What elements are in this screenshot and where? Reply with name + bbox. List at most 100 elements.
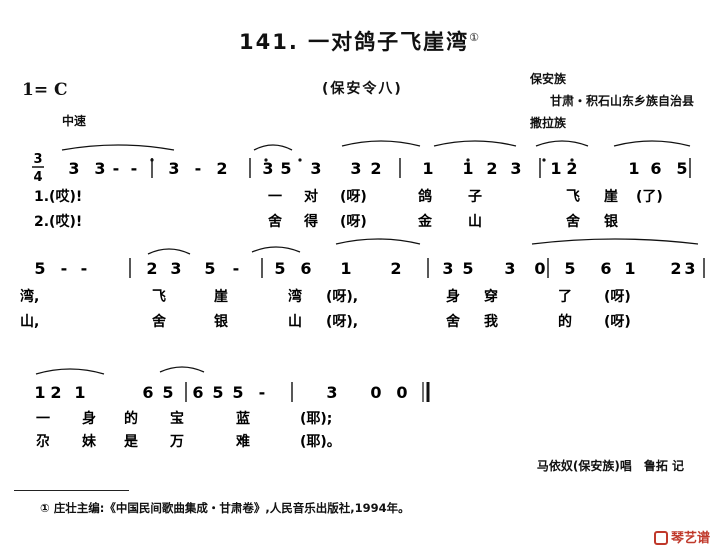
logo-icon — [653, 531, 668, 545]
note-row1-11: 3 — [310, 159, 321, 178]
tune-name: (保安令八) — [322, 81, 403, 97]
note-row2-2: - — [81, 259, 88, 278]
slur-arc — [433, 140, 517, 147]
note-row2-7: - — [233, 259, 240, 278]
slur-arc — [61, 144, 175, 151]
lyric-row1_v1-1: 一 — [268, 189, 282, 205]
lyric-row1_v1-8: (了) — [636, 189, 663, 205]
note-row1-6: - — [195, 159, 202, 178]
lyric-row1_v1-3: (呀) — [340, 189, 367, 205]
song-title: 141. 一对鸽子飞崖湾① — [239, 30, 481, 54]
lyric-row2_v1-3: 湾 — [288, 288, 302, 305]
note-row2-11: 1 — [340, 259, 351, 278]
note-row3-0: 1 — [34, 383, 45, 402]
lyric-row3_v1-1: 身 — [82, 410, 96, 427]
slur-arc — [531, 238, 699, 245]
lyric-row2_v2-0: 山, — [20, 314, 39, 330]
lyric-row2_v1-7: 了 — [558, 289, 572, 305]
note-row1-16: 1 — [462, 159, 473, 178]
footnote-mark: ① — [469, 31, 481, 44]
lyric-row1_v1-7: 崖 — [604, 188, 618, 205]
lyric-row1_v1-0: 1.(哎)! — [34, 189, 82, 205]
lyric-row2_v2-1: 舍 — [151, 313, 167, 330]
note-row2-23: 3 — [684, 259, 695, 278]
lyric-row2_v2-2: 银 — [214, 313, 229, 330]
note-row3-4: 5 — [162, 383, 173, 402]
note-row3-9: - — [259, 383, 266, 402]
lyric-row2_v1-0: 湾, — [20, 288, 39, 305]
lyrics-layer: 1.(哎)!一对(呀)鸽子飞崖(了)2.(哎)!舍得(呀)金山舍银湾,飞崖湾(呀… — [20, 188, 663, 450]
lyric-row1_v1-5: 子 — [468, 189, 482, 205]
note-row1-7: 2 — [216, 159, 227, 178]
notation-marks — [35, 140, 699, 375]
performer-credit: 马依奴(保安族)唱 鲁拓 记 — [536, 459, 684, 473]
note-row1-13: 2 — [370, 159, 381, 178]
note-row3-8: 5 — [232, 383, 243, 402]
lyric-row3_v2-2: 是 — [124, 434, 139, 450]
note-row1-24: 5 — [676, 159, 687, 178]
note-row2-15: 5 — [462, 259, 473, 278]
lyric-row3_v2-5: (耶)。 — [300, 434, 341, 450]
note-row2-16: 3 — [504, 259, 515, 278]
lyric-row1_v2-0: 2.(哎)! — [34, 214, 82, 230]
lyric-row1_v2-6: 舍 — [565, 213, 581, 230]
lyric-row2_v2-5: 舍 — [445, 313, 461, 330]
note-row3-11: 3 — [326, 383, 337, 402]
tempo-marking: 中速 — [62, 114, 87, 128]
note-row1-12: 3 — [350, 159, 361, 178]
note-row2-12: 2 — [390, 259, 401, 278]
slur-arc — [335, 238, 421, 245]
note-row2-0: 5 — [34, 259, 45, 278]
slur-arc — [251, 246, 301, 253]
lyric-row1_v1-2: 对 — [304, 188, 318, 205]
note-row1-21: 2 — [566, 159, 577, 178]
note-row2-17: 0 — [534, 259, 545, 278]
lyric-row3_v2-4: 难 — [235, 433, 250, 450]
lyric-row2_v2-7: 的 — [558, 313, 572, 330]
note-row3-6: 6 — [192, 383, 203, 402]
note-row2-5: 3 — [170, 259, 181, 278]
slur-arc — [147, 248, 191, 255]
lyric-row1_v1-6: 飞 — [566, 189, 580, 205]
lyric-row2_v1-6: 穿 — [484, 288, 498, 305]
lyric-row2_v1-2: 崖 — [214, 288, 228, 305]
lyric-row2_v1-8: (呀) — [604, 289, 631, 305]
note-row1-3: - — [131, 159, 138, 178]
region-line-2: 甘肃・积石山东乡族自治县 — [549, 94, 694, 108]
lyric-row1_v2-1: 舍 — [267, 213, 283, 230]
note-row1-9: 3 — [262, 159, 273, 178]
note-row3-2: 1 — [74, 383, 85, 402]
region-line-3: 撒拉族 — [529, 116, 566, 130]
lyric-row2_v2-8: (呀) — [604, 314, 631, 330]
lyric-row3_v1-5: (耶); — [300, 411, 332, 427]
lyric-row2_v2-4: (呀), — [326, 314, 358, 330]
slur-arc — [341, 140, 421, 147]
lyric-row2_v1-5: 身 — [446, 288, 460, 305]
lyric-row1_v2-3: (呀) — [340, 214, 367, 230]
slur-arc — [159, 366, 205, 373]
lyric-row3_v2-1: 妹 — [81, 433, 97, 450]
note-row2-10: 6 — [300, 259, 311, 278]
lyric-row3_v1-0: 一 — [36, 411, 50, 427]
note-row1-17: 2 — [486, 159, 497, 178]
slur-arc — [613, 140, 691, 147]
note-row1-22: 1 — [628, 159, 639, 178]
note-row1-10: 5 — [280, 159, 291, 178]
lyric-row3_v2-3: 万 — [169, 434, 184, 450]
slur-arc — [535, 140, 589, 147]
note-row2-22: 2 — [670, 259, 681, 278]
region-line-1: 保安族 — [529, 72, 566, 86]
lyric-row1_v2-2: 得 — [303, 213, 318, 230]
slur-arc — [35, 368, 105, 375]
note-row1-20: 1 — [550, 159, 561, 178]
lyric-row1_v2-7: 银 — [604, 213, 619, 230]
note-row1-0: 3 — [68, 159, 79, 178]
note-row2-6: 5 — [204, 259, 215, 278]
lyric-row2_v2-6: 我 — [484, 314, 498, 330]
lyric-row3_v1-2: 的 — [124, 410, 138, 427]
note-row2-4: 2 — [146, 259, 157, 278]
lyric-row2_v1-4: (呀), — [326, 289, 358, 305]
